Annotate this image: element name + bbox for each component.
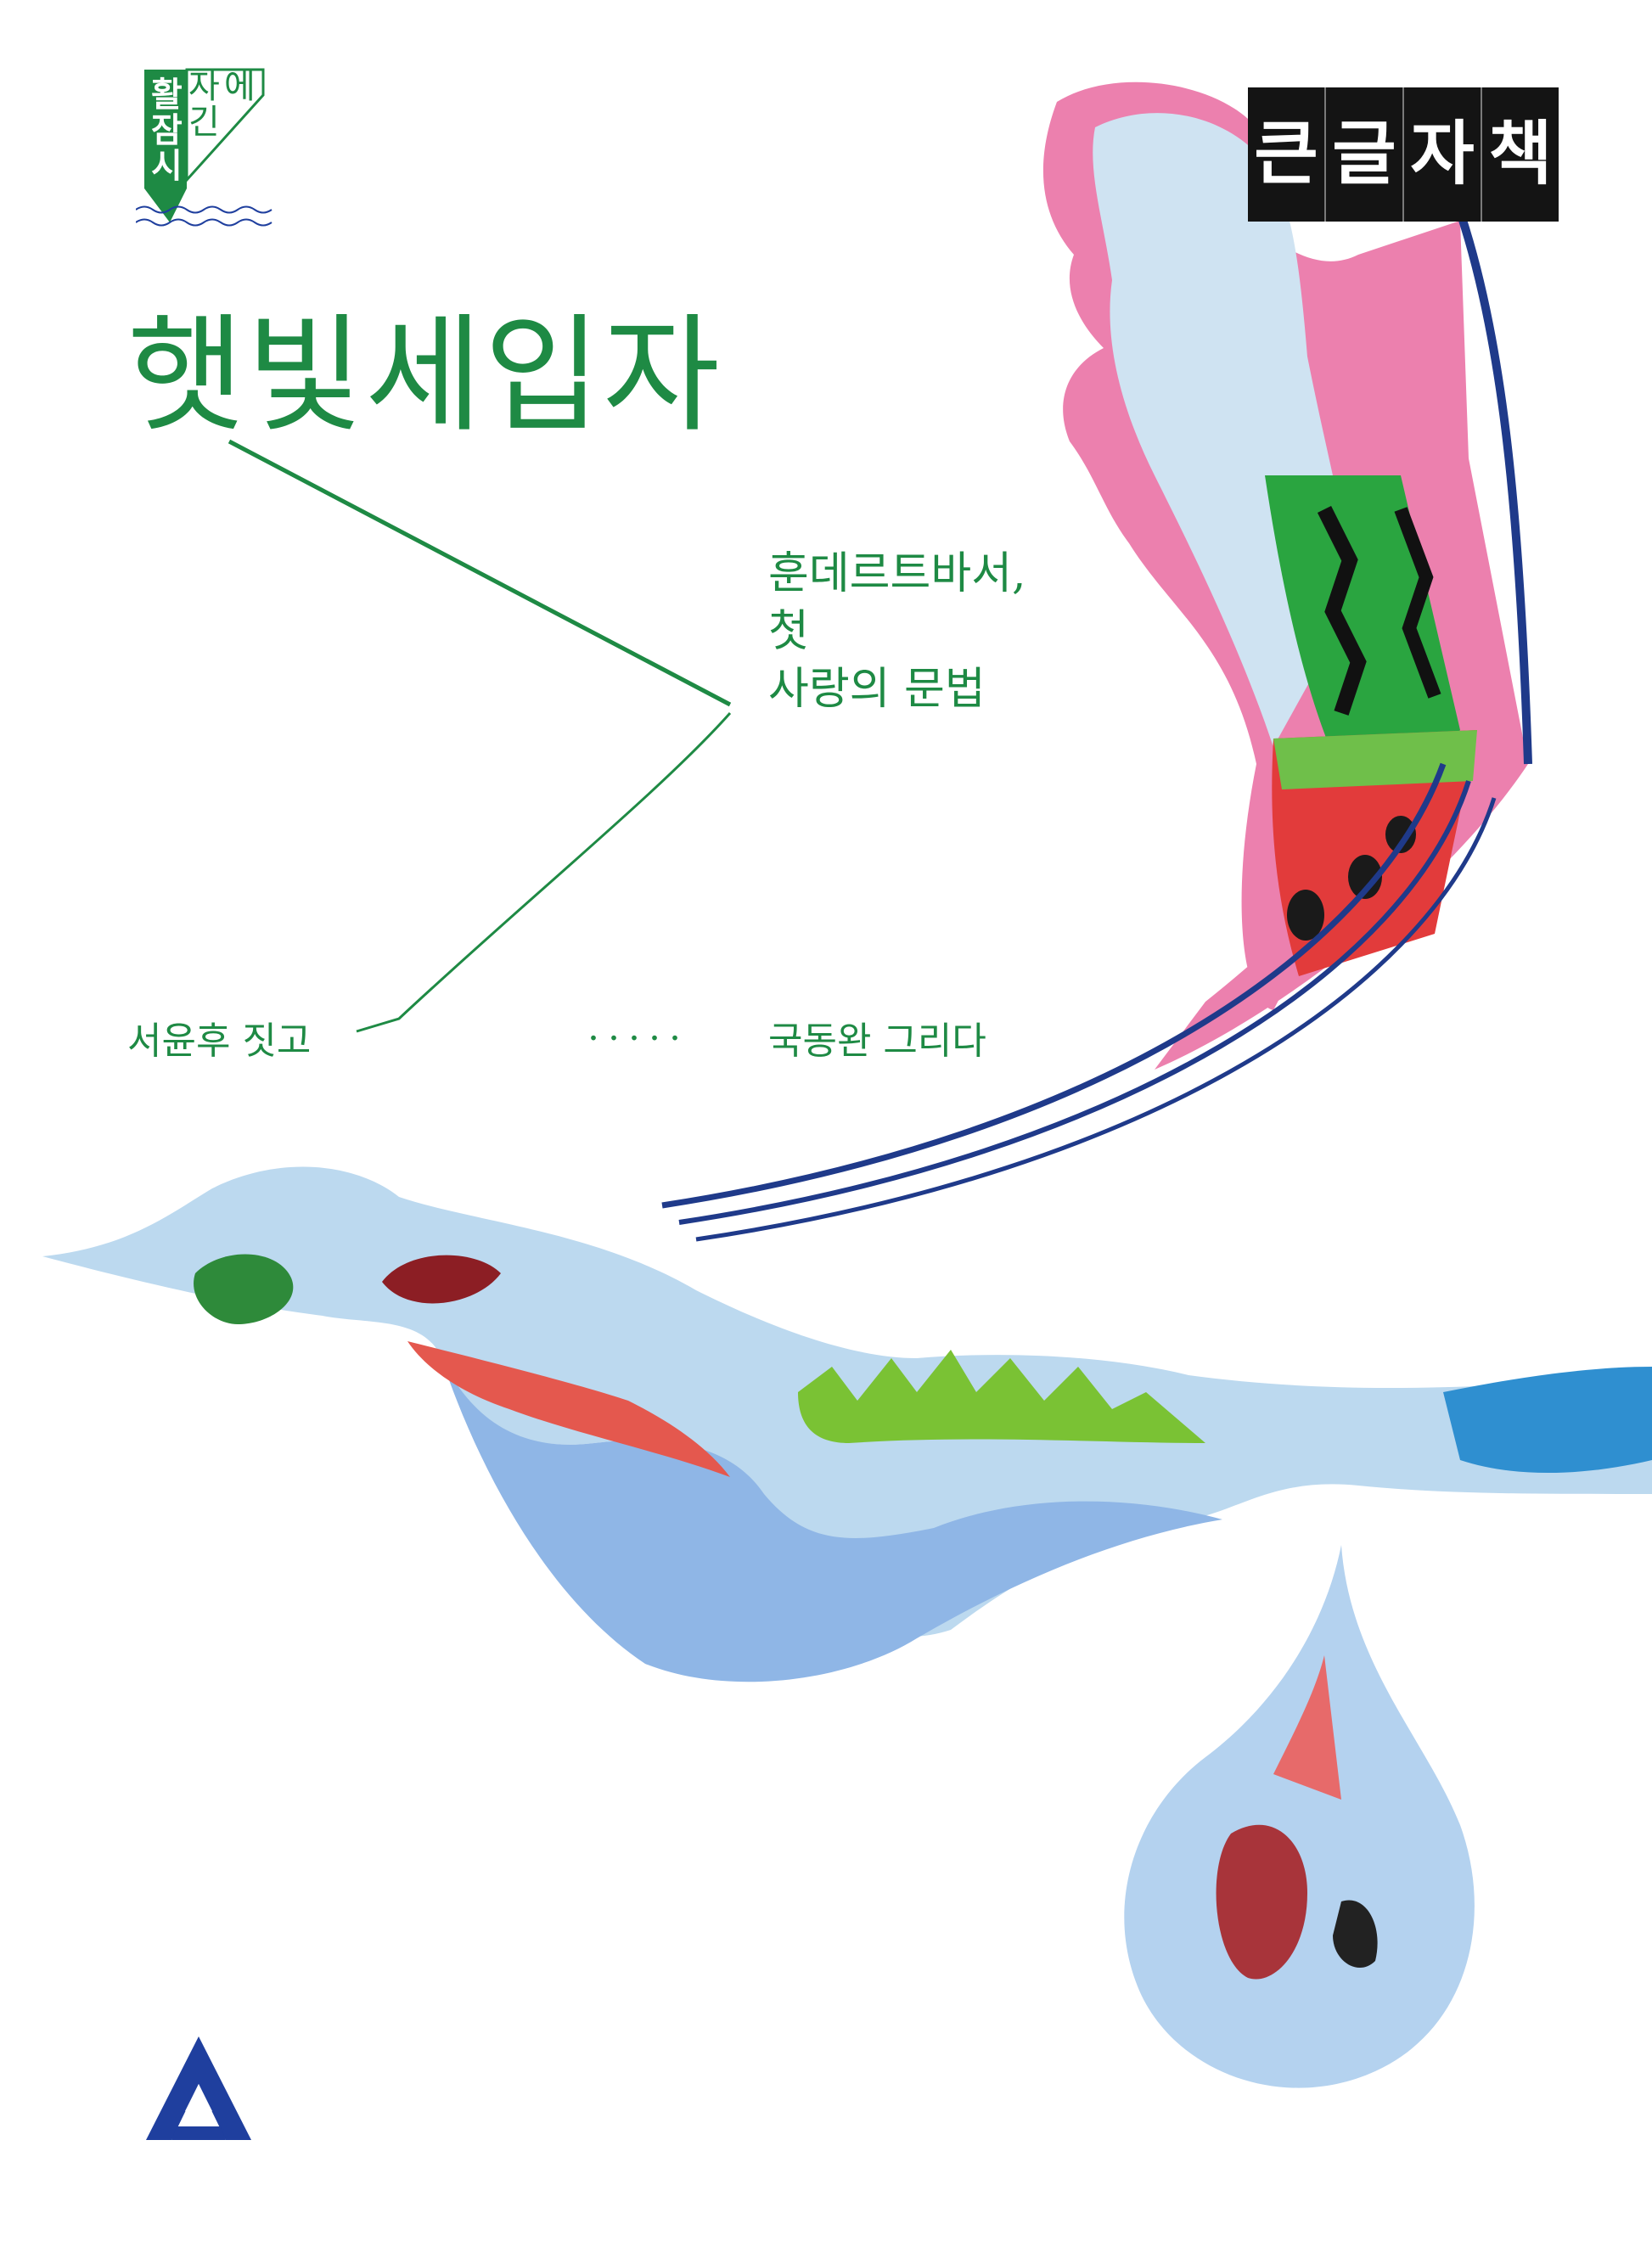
subtitle-line: 훈데르트바서, [768, 548, 1026, 599]
series-char: 활 [151, 76, 183, 115]
book-subtitle: 훈데르트바서, 첫 사랑의 문법 [768, 545, 1026, 718]
badge-char: 큰 [1248, 87, 1326, 222]
series-logo: 활 잠 시 자 에 긴 [136, 61, 280, 231]
large-print-badge: 큰 글 자 책 [1248, 87, 1559, 222]
series-char: 에 [224, 67, 256, 106]
upper-figure [661, 81, 1532, 1242]
badge-char: 책 [1488, 114, 1553, 194]
series-logo-shape [136, 68, 273, 227]
bird-figure [42, 1166, 1652, 1682]
badge-char: 자 [1404, 87, 1482, 222]
author-credit: 서윤후 짓고 [127, 1019, 312, 1063]
book-title: 햇빛세입자 [127, 302, 722, 450]
triangle-a-logo-icon [146, 2036, 251, 2140]
subtitle-line: 사랑의 문법 [768, 664, 986, 715]
subtitle-line: 첫 [768, 606, 809, 657]
series-char: 긴 [188, 103, 220, 142]
credit-separator: ..... [587, 1006, 689, 1049]
badge-char: 글 [1326, 87, 1404, 222]
series-char: 시 [151, 147, 183, 186]
teardrop-figure [1124, 1545, 1475, 2088]
connector-lines [228, 439, 732, 1033]
illustrator-credit: 국동완 그리다 [768, 1019, 986, 1063]
series-char: 잠 [151, 111, 183, 150]
series-char: 자 [188, 67, 220, 106]
